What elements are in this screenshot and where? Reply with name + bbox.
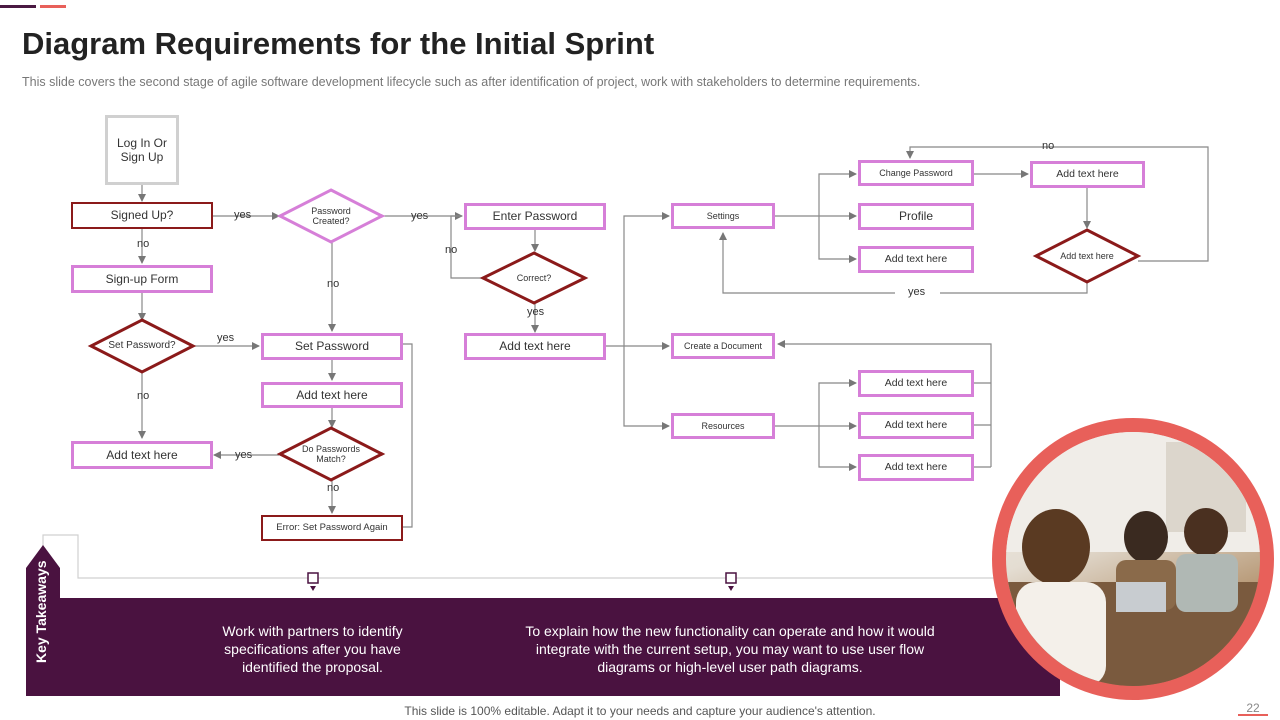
key-takeaways-heading: Key Takeaways xyxy=(33,560,49,663)
edge-label-yes: yes xyxy=(411,210,429,222)
node-center-add-text: Add text here xyxy=(464,333,606,360)
takeaway-left: Work with partners to identify specifica… xyxy=(222,623,403,675)
node-sign-up-form: Sign-up Form xyxy=(71,265,213,293)
node-resources-add-text-1: Add text here xyxy=(858,370,974,397)
edge-label-no: no xyxy=(137,390,150,402)
edge-label-no: no xyxy=(1042,140,1055,152)
edge-label-no: no xyxy=(445,244,458,256)
page-number: 22 xyxy=(1246,701,1260,715)
edge-label-yes: yes xyxy=(217,332,235,344)
page-title: Diagram Requirements for the Initial Spr… xyxy=(22,26,655,61)
node-enter-password: Enter Password xyxy=(464,203,606,230)
edge-label-no: no xyxy=(327,482,340,494)
key-takeaways-tab xyxy=(26,568,60,696)
node-change-password: Change Password xyxy=(858,160,974,186)
edge-label-yes: yes xyxy=(527,306,545,318)
key-takeaways-tab-arrow xyxy=(26,545,60,568)
node-left-add-text: Add text here xyxy=(71,441,213,469)
node-resources-add-text-3: Add text here xyxy=(858,454,974,481)
node-settings: Settings xyxy=(671,203,775,229)
team-meeting-illustration xyxy=(1006,432,1260,686)
page-subtitle: This slide covers the second stage of ag… xyxy=(22,75,921,89)
accent-bar-dark xyxy=(0,5,36,8)
page-number-underline xyxy=(1238,714,1268,716)
node-set-password: Set Password xyxy=(261,333,403,360)
node-set-password-question: Set Password? xyxy=(108,340,176,352)
edge-label-yes: yes xyxy=(234,209,252,221)
footer-note: This slide is 100% editable. Adapt it to… xyxy=(404,704,876,718)
node-correct: Correct? xyxy=(516,272,552,283)
node-log-in-or-sign-up: Log In Or Sign Up xyxy=(105,115,179,185)
node-right-add-text: Add text here xyxy=(1030,161,1145,188)
edge-label-yes: yes xyxy=(908,286,926,298)
edge-label-no: no xyxy=(137,238,150,250)
takeaway-right: To explain how the new functionality can… xyxy=(525,623,935,675)
node-error-set-password: Error: Set Password Again xyxy=(261,515,403,541)
node-password-created: Password Created? xyxy=(311,205,351,226)
node-right-diamond: Add text here xyxy=(1060,250,1114,261)
node-settings-add-text: Add text here xyxy=(858,246,974,273)
accent-bar-coral xyxy=(40,5,66,8)
edge-label-no: no xyxy=(327,278,340,290)
node-profile: Profile xyxy=(858,203,974,230)
key-takeaways-band xyxy=(60,598,1060,696)
node-signed-up: Signed Up? xyxy=(71,202,213,229)
node-mid-add-text: Add text here xyxy=(261,382,403,408)
node-resources-add-text-2: Add text here xyxy=(858,412,974,439)
team-meeting-photo xyxy=(1006,432,1260,686)
edge-label-yes: yes xyxy=(235,449,253,461)
node-create-a-document: Create a Document xyxy=(671,333,775,359)
node-do-passwords-match: Do Passwords Match? xyxy=(301,443,361,464)
node-resources: Resources xyxy=(671,413,775,439)
